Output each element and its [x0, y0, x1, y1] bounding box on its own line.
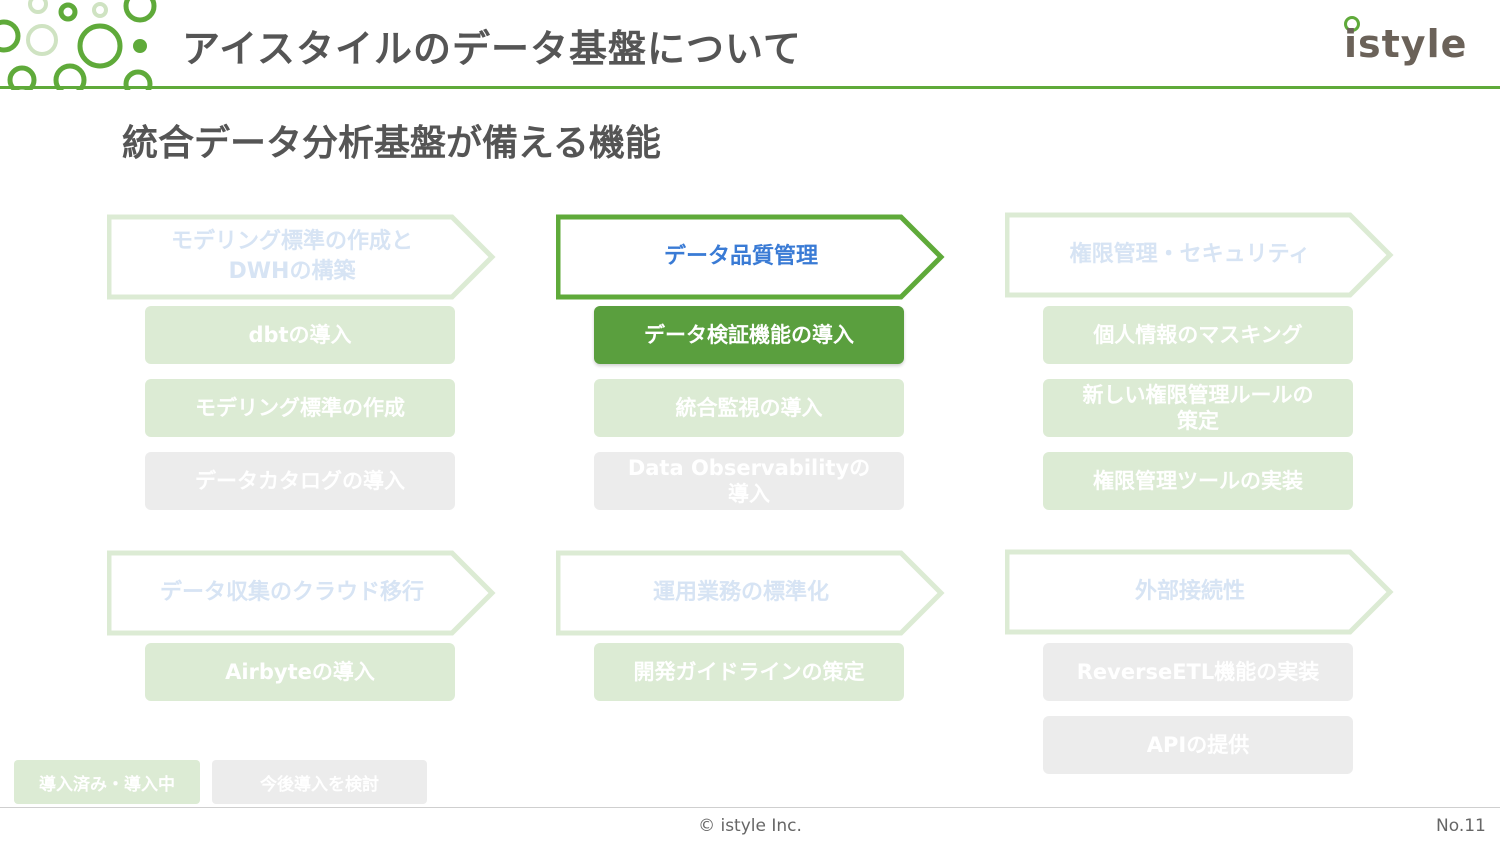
- category-title: 権限管理・セキュリティ: [1069, 242, 1311, 267]
- category-arrow: 権限管理・セキュリティ: [1005, 212, 1395, 298]
- feature-item: 統合監視の導入: [594, 379, 904, 437]
- chevron-arrow-shape: [107, 214, 496, 300]
- header-divider: [0, 86, 1500, 89]
- category-arrow: 運用業務の標準化: [556, 550, 946, 636]
- feature-item: 開発ガイドラインの策定: [594, 643, 904, 701]
- footer-divider: [0, 807, 1500, 808]
- feature-item: dbtの導入: [145, 306, 455, 364]
- decorative-pattern: [0, 0, 157, 90]
- category-title: モデリング標準の作成と DWHの構築: [170, 229, 413, 284]
- chevron-arrow-shape: [1005, 212, 1394, 298]
- feature-item: 個人情報のマスキング: [1043, 306, 1353, 364]
- category-title: データ品質管理: [663, 244, 818, 269]
- feature-item: 新しい権限管理ルールの 策定: [1043, 379, 1353, 437]
- feature-item: 権限管理ツールの実装: [1043, 452, 1353, 510]
- feature-item: Airbyteの導入: [145, 643, 455, 701]
- category-arrow: モデリング標準の作成と DWHの構築: [107, 214, 497, 300]
- category-arrow: データ収集のクラウド移行: [107, 550, 497, 636]
- feature-item: データカタログの導入: [145, 452, 455, 510]
- feature-item: ReverseETL機能の実装: [1043, 643, 1353, 701]
- chevron-arrow-shape: [556, 550, 945, 636]
- legend-todo: 今後導入を検討: [212, 760, 427, 804]
- section-title: 統合データ分析基盤が備える機能: [122, 123, 661, 164]
- logo: istyle: [1344, 22, 1468, 66]
- chevron-arrow-shape: [1005, 549, 1394, 635]
- feature-item: Data Observabilityの 導入: [594, 452, 904, 510]
- copyright: © istyle Inc.: [698, 816, 802, 836]
- page-title: アイスタイルのデータ基盤について: [182, 27, 802, 71]
- category-title: 運用業務の標準化: [652, 580, 829, 605]
- legend-done: 導入済み・導入中: [14, 760, 200, 804]
- chevron-arrow-shape: [556, 214, 945, 300]
- logo-dot-icon: [1344, 16, 1360, 32]
- category-arrow: データ品質管理: [556, 214, 946, 300]
- category-title: 外部接続性: [1134, 579, 1245, 604]
- category-title: データ収集のクラウド移行: [159, 580, 424, 605]
- feature-item: APIの提供: [1043, 716, 1353, 774]
- feature-item: データ検証機能の導入: [594, 306, 904, 364]
- page-number: No.11: [1436, 816, 1486, 836]
- category-arrow: 外部接続性: [1005, 549, 1395, 635]
- feature-item: モデリング標準の作成: [145, 379, 455, 437]
- chevron-arrow-shape: [107, 550, 496, 636]
